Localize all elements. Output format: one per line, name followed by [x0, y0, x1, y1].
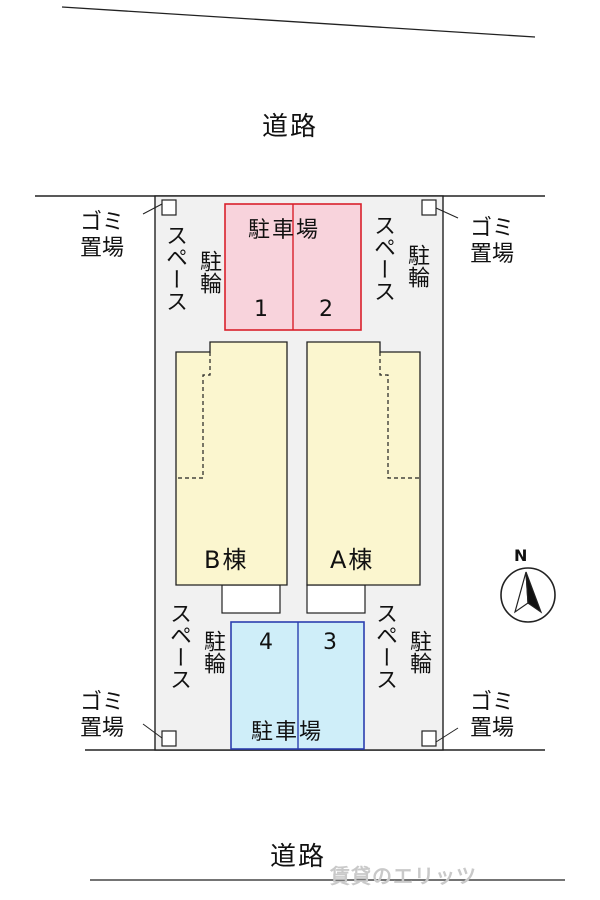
parking-space-3: 3: [323, 630, 337, 655]
parking-top-title: 駐車場: [248, 218, 321, 243]
building-a-label: A棟: [330, 546, 375, 574]
building-b-label: B棟: [204, 546, 249, 574]
garbage-area-label-top-right: ゴミ置場: [469, 216, 514, 267]
garbage-marker-bottom-right: [421, 727, 459, 747]
road-label-bottom: 道路: [270, 842, 327, 872]
road-label-top: 道路: [262, 112, 319, 142]
bike-space-top-left: スペース 駐輪: [162, 224, 221, 312]
watermark-logo: 賃貸のエリッツ: [330, 864, 477, 888]
road-edge-line: [61, 6, 536, 38]
bike-space-bottom-right: スペース 駐輪: [372, 602, 431, 690]
parking-space-1: 1: [254, 297, 268, 322]
garbage-area-label-bottom-left: ゴミ置場: [79, 690, 124, 741]
parking-bottom-title: 駐車場: [251, 720, 324, 745]
building-a: [306, 341, 421, 614]
garbage-marker-top-left: [142, 199, 177, 216]
garbage-area-label-bottom-right: ゴミ置場: [469, 690, 514, 741]
bike-space-top-right: スペース 駐輪: [370, 214, 429, 302]
parking-space-4: 4: [259, 630, 273, 655]
garbage-marker-bottom-left: [142, 723, 177, 747]
building-b: [175, 341, 288, 614]
compass-north-icon: [500, 567, 556, 623]
garbage-area-label-top-left: ゴミ置場: [79, 210, 124, 261]
garbage-marker-top-right: [421, 199, 459, 219]
bike-space-bottom-left: スペース 駐輪: [166, 602, 225, 690]
parking-space-2: 2: [319, 297, 333, 322]
compass-label: N: [514, 546, 528, 565]
